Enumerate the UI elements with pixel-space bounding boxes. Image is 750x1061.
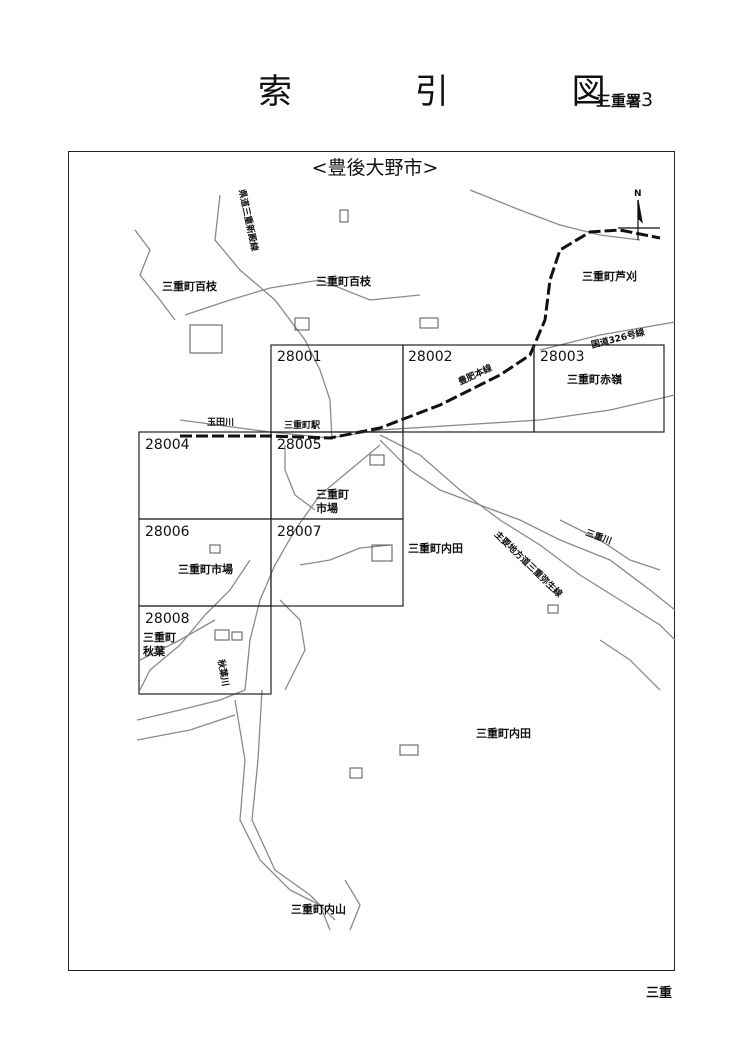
- railway: [180, 228, 661, 440]
- grid-cell-label-28008: 28008: [145, 611, 190, 627]
- station-code-prefix: 三重署: [596, 92, 642, 110]
- north-arrow-icon: [618, 199, 660, 240]
- place-label-akiba-2: 秋葉: [143, 644, 166, 658]
- route-label-mie-river: 三重川: [584, 527, 613, 548]
- place-label-mie-station: 三重町駅: [284, 419, 321, 431]
- grid-cell-label-28005: 28005: [277, 437, 322, 453]
- buildings: [189, 209, 559, 779]
- route-label-hohi-line: 豊肥本線: [456, 362, 494, 388]
- grid-cell-label-28001: 28001: [277, 349, 322, 365]
- grid: [138, 344, 665, 695]
- place-label-uchiyama: 三重町内山: [291, 902, 346, 916]
- station-code: 三重署3: [596, 89, 653, 111]
- grid-cell-28007[interactable]: [270, 518, 404, 607]
- route-label-prefectural-road: 県道三重新殿線: [236, 188, 261, 252]
- route-label-tamada-river: 玉田川: [207, 417, 234, 428]
- grid-cell-28003[interactable]: [533, 344, 665, 433]
- north-label: N: [634, 189, 642, 199]
- place-label-akamine: 三重町赤嶺: [567, 372, 622, 386]
- page-title: 索 引 図: [258, 72, 662, 112]
- grid-cell-label-28002: 28002: [408, 349, 453, 365]
- grid-cell-28008[interactable]: [138, 605, 272, 695]
- place-label-momoe-west: 三重町百枝: [162, 279, 218, 293]
- place-label-mie-ichiba-2: 市場: [316, 501, 338, 515]
- grid-cell-label-28004: 28004: [145, 437, 190, 453]
- place-label-uchida-east: 三重町内田: [408, 541, 463, 555]
- grid-cell-label-28007: 28007: [277, 524, 322, 540]
- footer-label: 三重: [646, 986, 673, 1001]
- route-label-akiba-river: 秋葉川: [215, 657, 232, 687]
- route-label-route-326: 国道326号線: [590, 326, 646, 351]
- route-label-main-road-mie-yayoi: 主要地方道三重弥生線: [492, 529, 565, 600]
- place-label-ashikari: 三重町芦刈: [582, 269, 637, 283]
- place-label-ichiba: 三重町市場: [178, 562, 233, 576]
- place-label-momoe-north: 三重町百枝: [316, 274, 372, 288]
- place-label-akiba-1: 三重町: [143, 630, 176, 644]
- city-name: <豊後大野市>: [312, 157, 439, 179]
- place-label-uchida-south: 三重町内田: [476, 726, 531, 740]
- road-network: [134, 189, 676, 931]
- map-frame: [68, 151, 675, 971]
- grid-cell-label-28003: 28003: [540, 349, 585, 365]
- place-label-mie-ichiba-1: 三重町: [316, 487, 349, 501]
- grid-cell-label-28006: 28006: [145, 524, 190, 540]
- station-code-number: 3: [641, 89, 654, 111]
